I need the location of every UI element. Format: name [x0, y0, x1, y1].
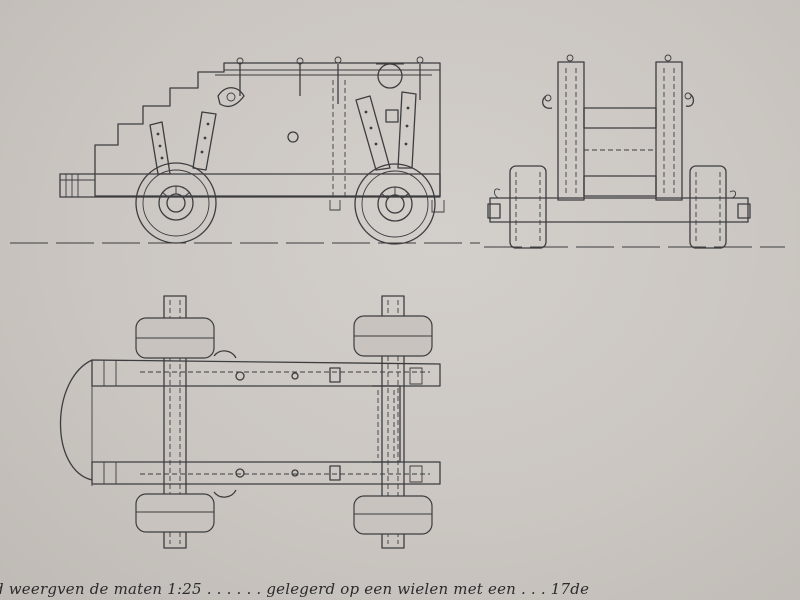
- front-wheel-side: [354, 163, 436, 245]
- plan-view: [59, 295, 441, 549]
- page-caption: d weergven de maten 1:25 . . . . . . gel…: [0, 580, 590, 598]
- side-elevation-view: [10, 56, 480, 245]
- rear-wheel-side: [135, 162, 217, 244]
- front-elevation-view: [484, 54, 785, 249]
